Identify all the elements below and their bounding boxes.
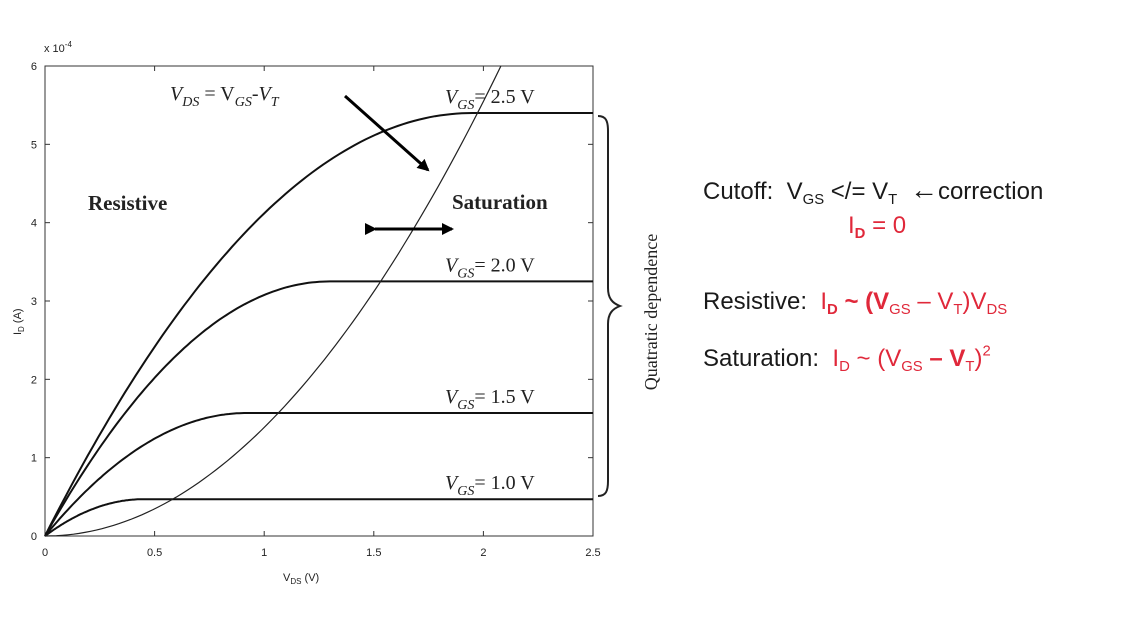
curve-label-vgs-1: VGS= 1.0 V bbox=[445, 472, 535, 499]
y-axis-ticks: 0 1 2 3 4 5 6 bbox=[31, 61, 593, 543]
y-tick-label: 2 bbox=[31, 374, 37, 386]
x-axis-ticks: 0 0.5 1 1.5 2 2.5 bbox=[42, 66, 601, 559]
x-tick-label: 2.5 bbox=[585, 547, 600, 559]
curve-label-vgs-2: VGS= 2.0 V bbox=[445, 254, 535, 281]
y-tick-label: 3 bbox=[31, 296, 37, 308]
x-tick-label: 0.5 bbox=[147, 547, 162, 559]
y-multiplier: x 10-4 bbox=[44, 40, 72, 55]
x-axis-label: VDS (V) bbox=[283, 572, 319, 586]
curves bbox=[44, 65, 593, 537]
saturation-boundary-curve bbox=[44, 65, 502, 537]
left-arrow-icon: ← bbox=[909, 174, 938, 205]
resistive-label: Resistive: bbox=[703, 288, 808, 315]
saturation-label: Saturation: bbox=[703, 345, 820, 372]
x-tick-label: 1 bbox=[261, 547, 267, 559]
correction-label: correction bbox=[937, 178, 1044, 205]
iv-curve-vgs-1-5 bbox=[44, 412, 593, 537]
y-axis-label: ID (A) bbox=[12, 308, 26, 335]
y-tick-label: 6 bbox=[31, 61, 37, 73]
cutoff-vgs: VGS bbox=[786, 178, 825, 209]
curve-label-vgs-2-5: VGS= 2.5 V bbox=[445, 86, 535, 113]
iv-characteristics-chart: 0 0.5 1 1.5 2 2.5 0 1 2 3 4 5 6 VGS= 2.5 V VGS= 2.0 … bbox=[12, 40, 661, 586]
saturation-line: Saturation: ID ~ (VGS – VT)2 bbox=[703, 343, 991, 376]
cutoff-vt-sub: T bbox=[888, 192, 898, 209]
boundary-curve-label: VDS = VGS-VT bbox=[170, 83, 280, 110]
right-brace bbox=[597, 115, 623, 497]
y-tick-label: 1 bbox=[31, 453, 37, 465]
cutoff-relation: </= V bbox=[824, 178, 889, 205]
x-tick-label: 2 bbox=[480, 547, 486, 559]
curve-labels: VGS= 2.5 V VGS= 2.0 V VGS= 1.5 V VGS= 1.0 V bbox=[445, 86, 535, 499]
y-tick-label: 5 bbox=[31, 139, 37, 151]
boundary-pointer-arrow bbox=[344, 94, 430, 172]
cutoff-result: ID = 0 bbox=[848, 212, 907, 243]
resistive-formula: ID ~ (VGS – VT)VDS bbox=[820, 288, 1008, 319]
x-tick-label: 0 bbox=[42, 547, 48, 559]
iv-curve-vgs-2-5 bbox=[44, 112, 593, 537]
x-tick-label: 1.5 bbox=[366, 547, 381, 559]
y-tick-label: 4 bbox=[31, 218, 37, 230]
region-label-resistive: Resistive bbox=[88, 191, 167, 215]
iv-curve-vgs-1 bbox=[44, 498, 593, 537]
brace-label: Quatratic dependence bbox=[641, 234, 661, 390]
curve-label-vgs-1-5: VGS= 1.5 V bbox=[445, 386, 535, 413]
saturation-formula: ID ~ (VGS – VT)2 bbox=[832, 343, 991, 376]
iv-curve-vgs-2 bbox=[44, 280, 593, 537]
region-label-saturation: Saturation bbox=[452, 190, 548, 214]
cutoff-label: Cutoff: bbox=[703, 178, 774, 205]
resistive-line: Resistive: ID ~ (VGS – VT)VDS bbox=[703, 288, 1008, 319]
y-tick-label: 0 bbox=[31, 531, 37, 543]
cutoff-line: Cutoff: VGS </= VT ←correction bbox=[703, 174, 1044, 209]
plot-area-frame bbox=[44, 65, 594, 537]
